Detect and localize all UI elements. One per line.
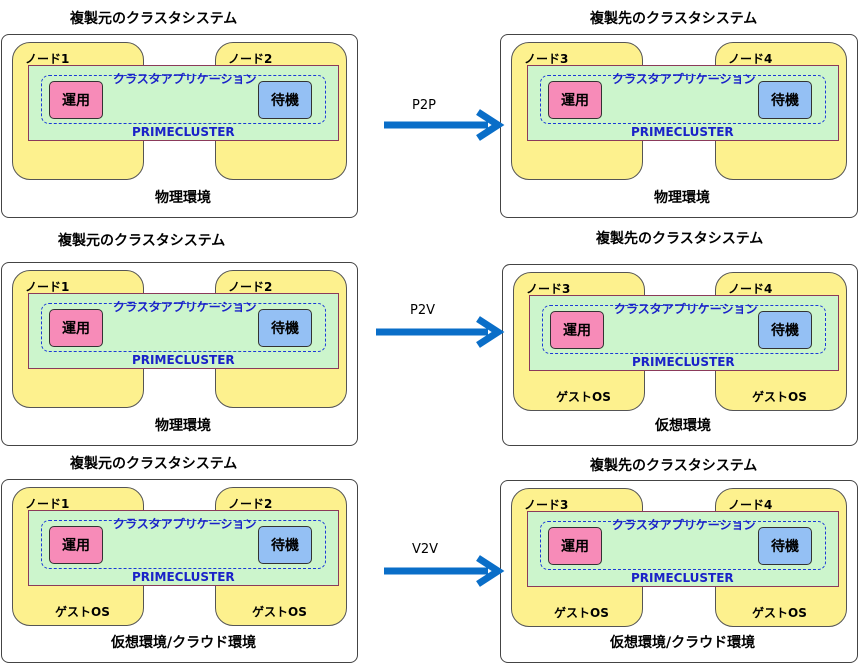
operate-box: 運用: [548, 81, 602, 119]
cluster-application-area: [41, 520, 326, 569]
environment-label: 仮想環境/クラウド環境: [111, 635, 257, 651]
arrow-head: [476, 555, 505, 587]
node-label: ノード2: [228, 280, 273, 294]
node-label: ノード1: [25, 280, 70, 294]
cluster-system-box: ノード3 ノード4 クラスタアプリケーション 運用 待機 PRIMECLUSTE…: [500, 34, 858, 218]
environment-label: 物理環境: [155, 190, 211, 206]
standby-box: 待機: [258, 81, 312, 119]
primecluster-label: PRIMECLUSTER: [631, 125, 734, 139]
environment-label: 物理環境: [155, 418, 211, 434]
cluster-application-area: [41, 75, 326, 124]
primecluster-area: クラスタアプリケーション 運用 待機 PRIMECLUSTER: [28, 510, 339, 586]
cluster-application-label: クラスタアプリケーション: [113, 72, 257, 86]
node-label: ノード1: [25, 52, 70, 66]
operate-box: 運用: [49, 526, 103, 564]
cluster-system-box: ノード3 ゲストOS ノード4 ゲストOS クラスタアプリケーション 運用 待機…: [500, 480, 858, 663]
primecluster-area: クラスタアプリケーション 運用 待機 PRIMECLUSTER: [28, 65, 339, 141]
primecluster-area: クラスタアプリケーション 運用 待機 PRIMECLUSTER: [28, 293, 339, 369]
cluster-application-label: クラスタアプリケーション: [614, 302, 758, 316]
system-title: 複製元のクラスタシステム: [58, 233, 226, 249]
cluster-application-label: クラスタアプリケーション: [612, 518, 756, 532]
standby-box: 待機: [258, 526, 312, 564]
guest-os-label: ゲストOS: [55, 605, 110, 619]
node-label: ノード2: [228, 497, 273, 511]
migration-type-label: V2V: [412, 542, 439, 557]
standby-box: 待機: [758, 81, 812, 119]
standby-box: 待機: [758, 527, 812, 565]
node-label: ノード3: [524, 498, 569, 512]
migration-type-label: P2V: [410, 303, 436, 318]
operate-box: 運用: [548, 527, 602, 565]
operate-box: 運用: [49, 81, 103, 119]
system-title: 複製元のクラスタシステム: [70, 456, 238, 472]
node-label: ノード3: [526, 282, 571, 296]
guest-os-label: ゲストOS: [252, 605, 307, 619]
cluster-application-area: [540, 521, 826, 570]
standby-box: 待機: [758, 311, 812, 349]
node-label: ノード4: [728, 498, 773, 512]
node-label: ノード4: [728, 282, 773, 296]
primecluster-label: PRIMECLUSTER: [631, 571, 734, 585]
system-title: 複製元のクラスタシステム: [70, 11, 238, 27]
guest-os-label: ゲストOS: [752, 606, 807, 620]
node-label: ノード1: [25, 497, 70, 511]
cluster-application-label: クラスタアプリケーション: [113, 300, 257, 314]
environment-label: 仮想環境/クラウド環境: [610, 635, 756, 651]
cluster-system-box: ノード3 ゲストOS ノード4 ゲストOS クラスタアプリケーション 運用 待機…: [502, 264, 858, 446]
guest-os-label: ゲストOS: [556, 390, 611, 404]
environment-label: 物理環境: [654, 190, 710, 206]
migration-type-label: P2P: [412, 98, 436, 113]
node-label: ノード2: [228, 52, 273, 66]
arrow-head: [476, 316, 505, 348]
cluster-application-area: [41, 303, 326, 352]
system-title: 複製先のクラスタシステム: [590, 11, 758, 27]
primecluster-area: クラスタアプリケーション 運用 待機 PRIMECLUSTER: [529, 295, 839, 371]
operate-box: 運用: [49, 309, 103, 347]
node-label: ノード3: [524, 52, 569, 66]
cluster-system-box: ノード1 ゲストOS ノード2 ゲストOS クラスタアプリケーション 運用 待機…: [1, 479, 358, 663]
primecluster-label: PRIMECLUSTER: [132, 353, 235, 367]
cluster-application-label: クラスタアプリケーション: [113, 517, 257, 531]
node-label: ノード4: [728, 52, 773, 66]
standby-box: 待機: [258, 309, 312, 347]
cluster-application-label: クラスタアプリケーション: [612, 72, 756, 86]
primecluster-label: PRIMECLUSTER: [132, 570, 235, 584]
guest-os-label: ゲストOS: [752, 390, 807, 404]
primecluster-area: クラスタアプリケーション 運用 待機 PRIMECLUSTER: [527, 511, 839, 587]
guest-os-label: ゲストOS: [554, 606, 609, 620]
cluster-application-area: [542, 305, 826, 354]
operate-box: 運用: [550, 311, 604, 349]
system-title: 複製先のクラスタシステム: [590, 458, 758, 474]
primecluster-label: PRIMECLUSTER: [632, 355, 735, 369]
primecluster-label: PRIMECLUSTER: [132, 125, 235, 139]
primecluster-area: クラスタアプリケーション 運用 待機 PRIMECLUSTER: [527, 65, 839, 141]
cluster-system-box: ノード1 ノード2 クラスタアプリケーション 運用 待機 PRIMECLUSTE…: [1, 34, 358, 218]
arrow-head: [476, 109, 505, 141]
cluster-application-area: [540, 75, 826, 124]
cluster-system-box: ノード1 ノード2 クラスタアプリケーション 運用 待機 PRIMECLUSTE…: [1, 262, 358, 446]
system-title: 複製先のクラスタシステム: [596, 231, 764, 247]
environment-label: 仮想環境: [655, 418, 711, 434]
